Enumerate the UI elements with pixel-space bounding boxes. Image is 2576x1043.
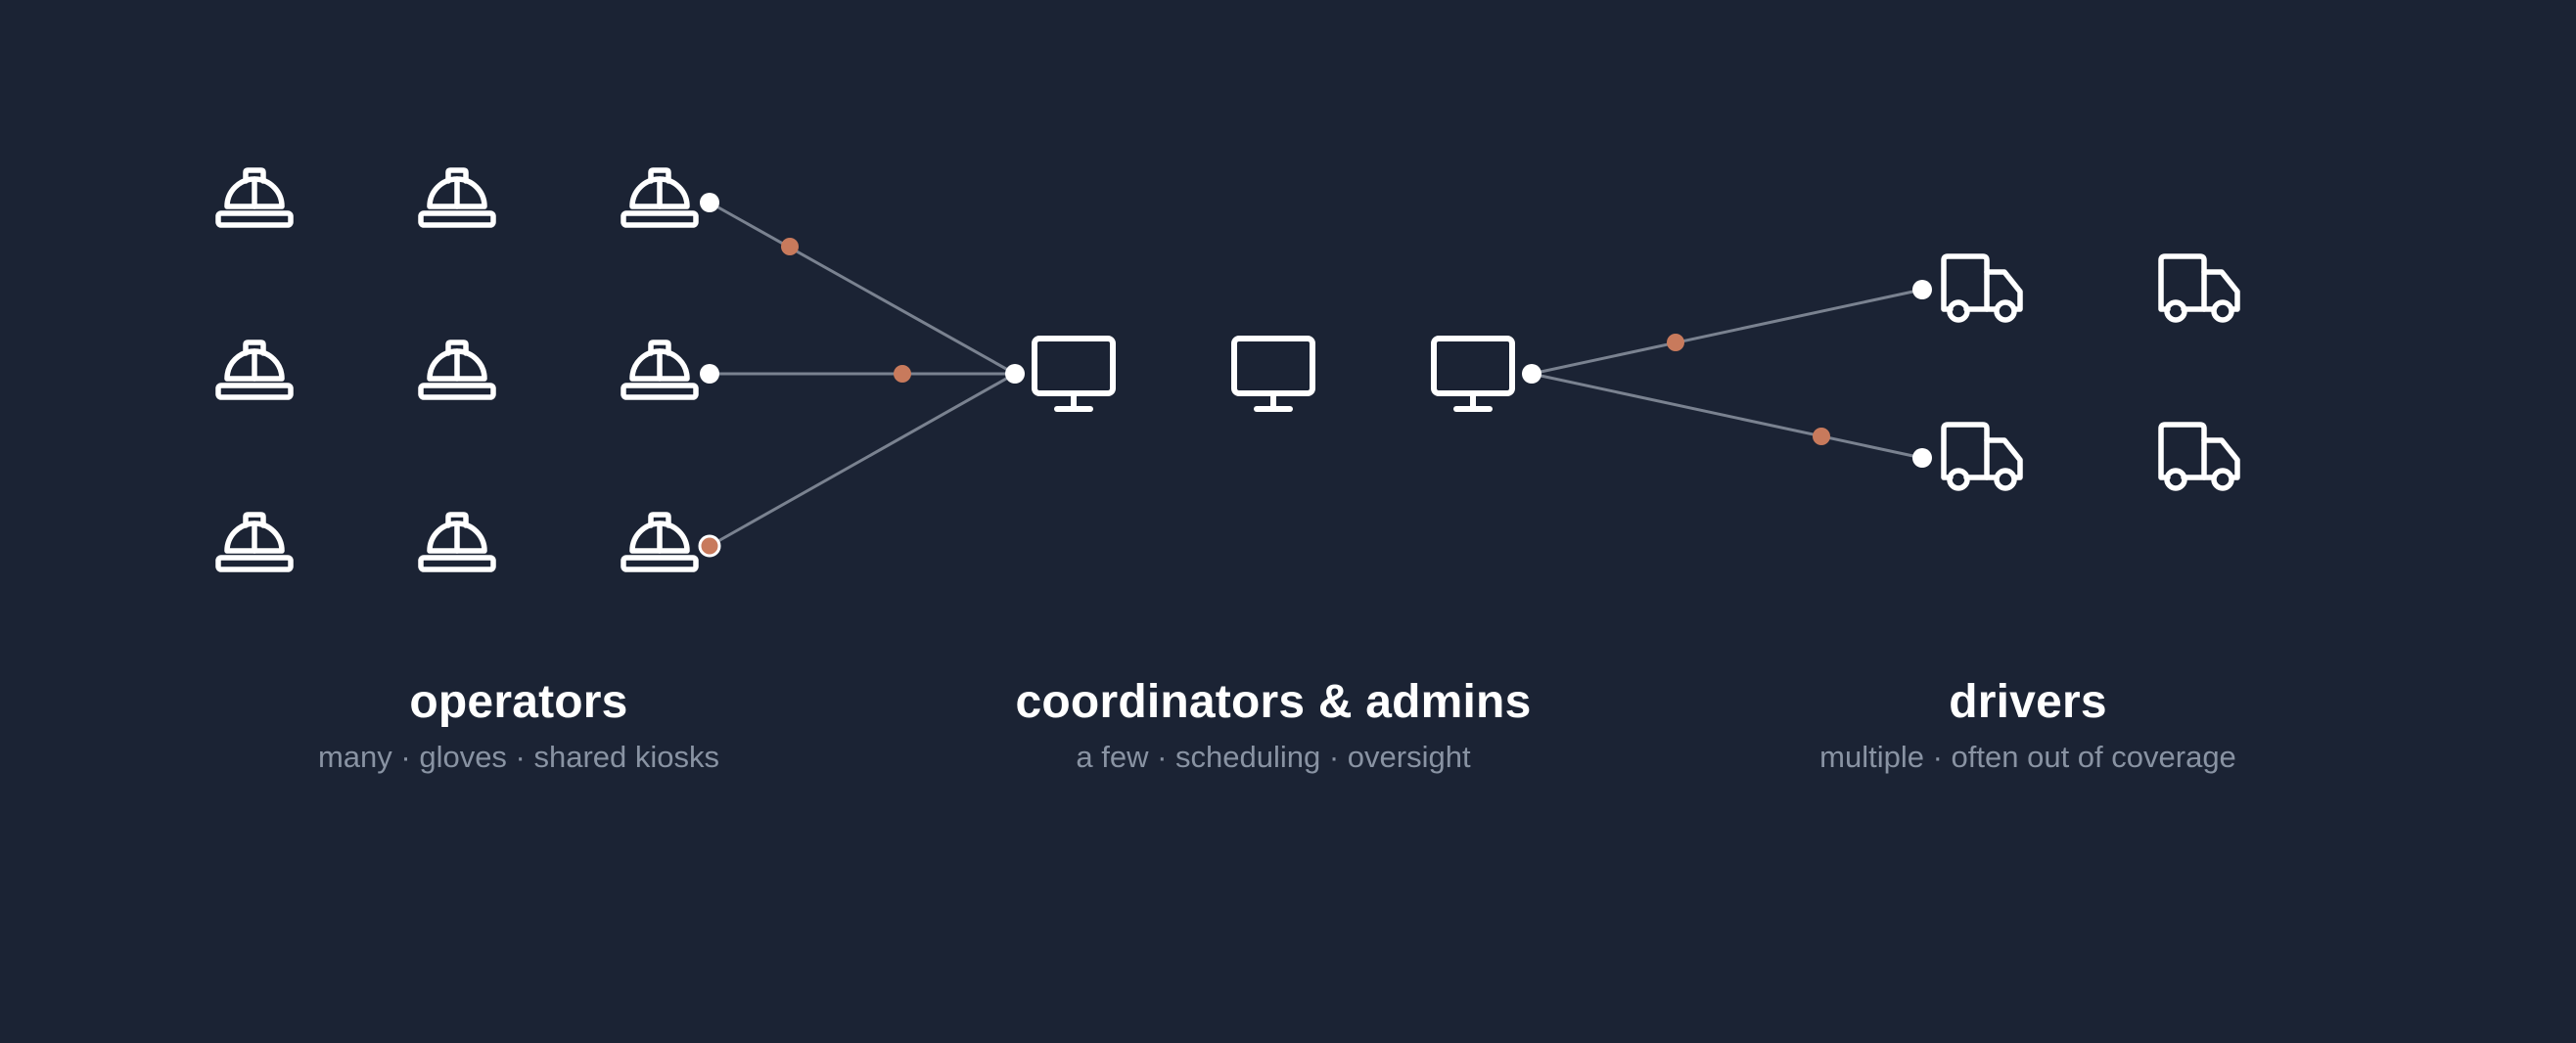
group-subtitle: multiple · often out of coverage xyxy=(1819,740,2236,774)
group-title: operators xyxy=(409,676,628,728)
truck-icon xyxy=(2161,256,2237,320)
endpoint-dots xyxy=(698,193,1932,558)
traffic-dot xyxy=(1667,334,1684,351)
operators-grid xyxy=(218,170,696,569)
hard-hat-icon xyxy=(623,342,696,397)
coordinators-row xyxy=(1035,339,1512,409)
connector-driver-bottom xyxy=(1531,372,1923,460)
group-subtitle: many · gloves · shared kiosks xyxy=(317,740,720,774)
endpoint-dot xyxy=(1522,364,1541,384)
group-title: drivers xyxy=(1949,676,2107,728)
drivers-label: drivers multiple · often out of coverage xyxy=(1685,673,2370,777)
endpoint-dot-active xyxy=(698,534,721,558)
connector-lines xyxy=(709,201,1923,548)
connector-operator-bottom xyxy=(709,372,1016,548)
hard-hat-icon xyxy=(218,515,291,569)
truck-icon xyxy=(2161,425,2237,488)
endpoint-dot xyxy=(1912,448,1932,468)
connector-operator-top xyxy=(709,201,1016,376)
traffic-dot xyxy=(894,365,911,383)
hard-hat-icon xyxy=(218,170,291,225)
truck-icon xyxy=(1944,256,2020,320)
monitor-icon xyxy=(1234,339,1312,409)
endpoint-dot xyxy=(1005,364,1025,384)
connector-driver-top xyxy=(1531,288,1923,376)
hard-hat-icon xyxy=(421,170,493,225)
hard-hat-icon xyxy=(421,515,493,569)
drivers-grid xyxy=(1944,256,2237,488)
endpoint-dot xyxy=(700,364,719,384)
hard-hat-icon xyxy=(421,342,493,397)
traffic-dots xyxy=(781,238,1830,445)
monitor-icon xyxy=(1035,339,1113,409)
truck-icon xyxy=(1944,425,2020,488)
hard-hat-icon xyxy=(623,170,696,225)
endpoint-dot xyxy=(700,193,719,212)
endpoint-dot xyxy=(1912,280,1932,299)
traffic-dot xyxy=(781,238,799,255)
group-title: coordinators & admins xyxy=(1015,676,1532,728)
coordinators-label: coordinators & admins a few · scheduling… xyxy=(931,673,1616,777)
group-subtitle: a few · scheduling · oversight xyxy=(1076,740,1471,774)
traffic-dot xyxy=(1813,428,1830,445)
hard-hat-icon xyxy=(218,342,291,397)
hard-hat-icon xyxy=(623,515,696,569)
monitor-icon xyxy=(1434,339,1512,409)
operators-label: operators many · gloves · shared kiosks xyxy=(176,673,861,777)
